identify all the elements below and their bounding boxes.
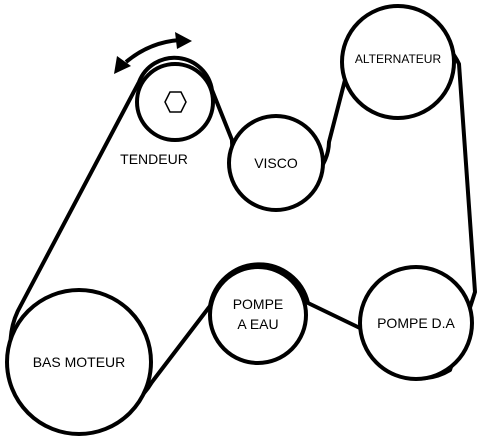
pulley-pompe-da: POMPE D.A [358, 265, 474, 381]
alternateur-circle [340, 4, 456, 120]
pulley-tendeur: TENDEUR [120, 62, 215, 167]
bas-moteur-label: BAS MOTEUR [33, 354, 126, 370]
pulley-visco: VISCO [227, 114, 325, 212]
pulley-pompe-eau: POMPE A EAU [208, 265, 308, 365]
pompe-eau-label-line2: A EAU [237, 316, 278, 332]
tendeur-label: TENDEUR [120, 151, 188, 167]
hexagon-icon [164, 91, 187, 113]
bas-moteur-circle [5, 288, 153, 436]
double-headed-curved-arrow-icon [114, 32, 192, 74]
visco-label: VISCO [254, 155, 298, 171]
pompe-eau-circle [208, 265, 308, 365]
pompe-eau-label-line1: POMPE [233, 296, 284, 312]
pulley-bas-moteur: BAS MOTEUR [5, 288, 153, 436]
pompe-da-circle [358, 265, 474, 381]
pompe-da-label: POMPE D.A [377, 315, 455, 331]
pulley-alternateur: ALTERNATEUR [340, 4, 456, 120]
alternateur-label: ALTERNATEUR [355, 52, 442, 66]
visco-circle [227, 114, 325, 212]
